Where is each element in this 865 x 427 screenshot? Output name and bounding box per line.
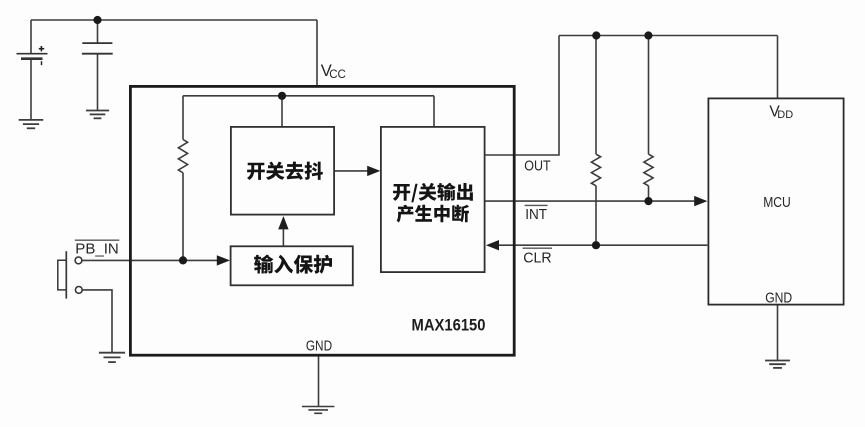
svg-text:PB_IN: PB_IN: [75, 240, 119, 257]
svg-text:INT: INT: [525, 206, 547, 223]
svg-text:DD: DD: [777, 109, 793, 121]
svg-text:CLR: CLR: [523, 250, 552, 267]
svg-text:GND: GND: [765, 290, 792, 307]
svg-text:MCU: MCU: [763, 194, 791, 211]
svg-text:V: V: [321, 62, 332, 80]
svg-text:CC: CC: [329, 69, 346, 81]
svg-text:V: V: [769, 103, 780, 120]
svg-text:OUT: OUT: [524, 157, 550, 174]
svg-text:MAX16150: MAX16150: [412, 317, 486, 335]
svg-text:GND: GND: [306, 337, 332, 354]
